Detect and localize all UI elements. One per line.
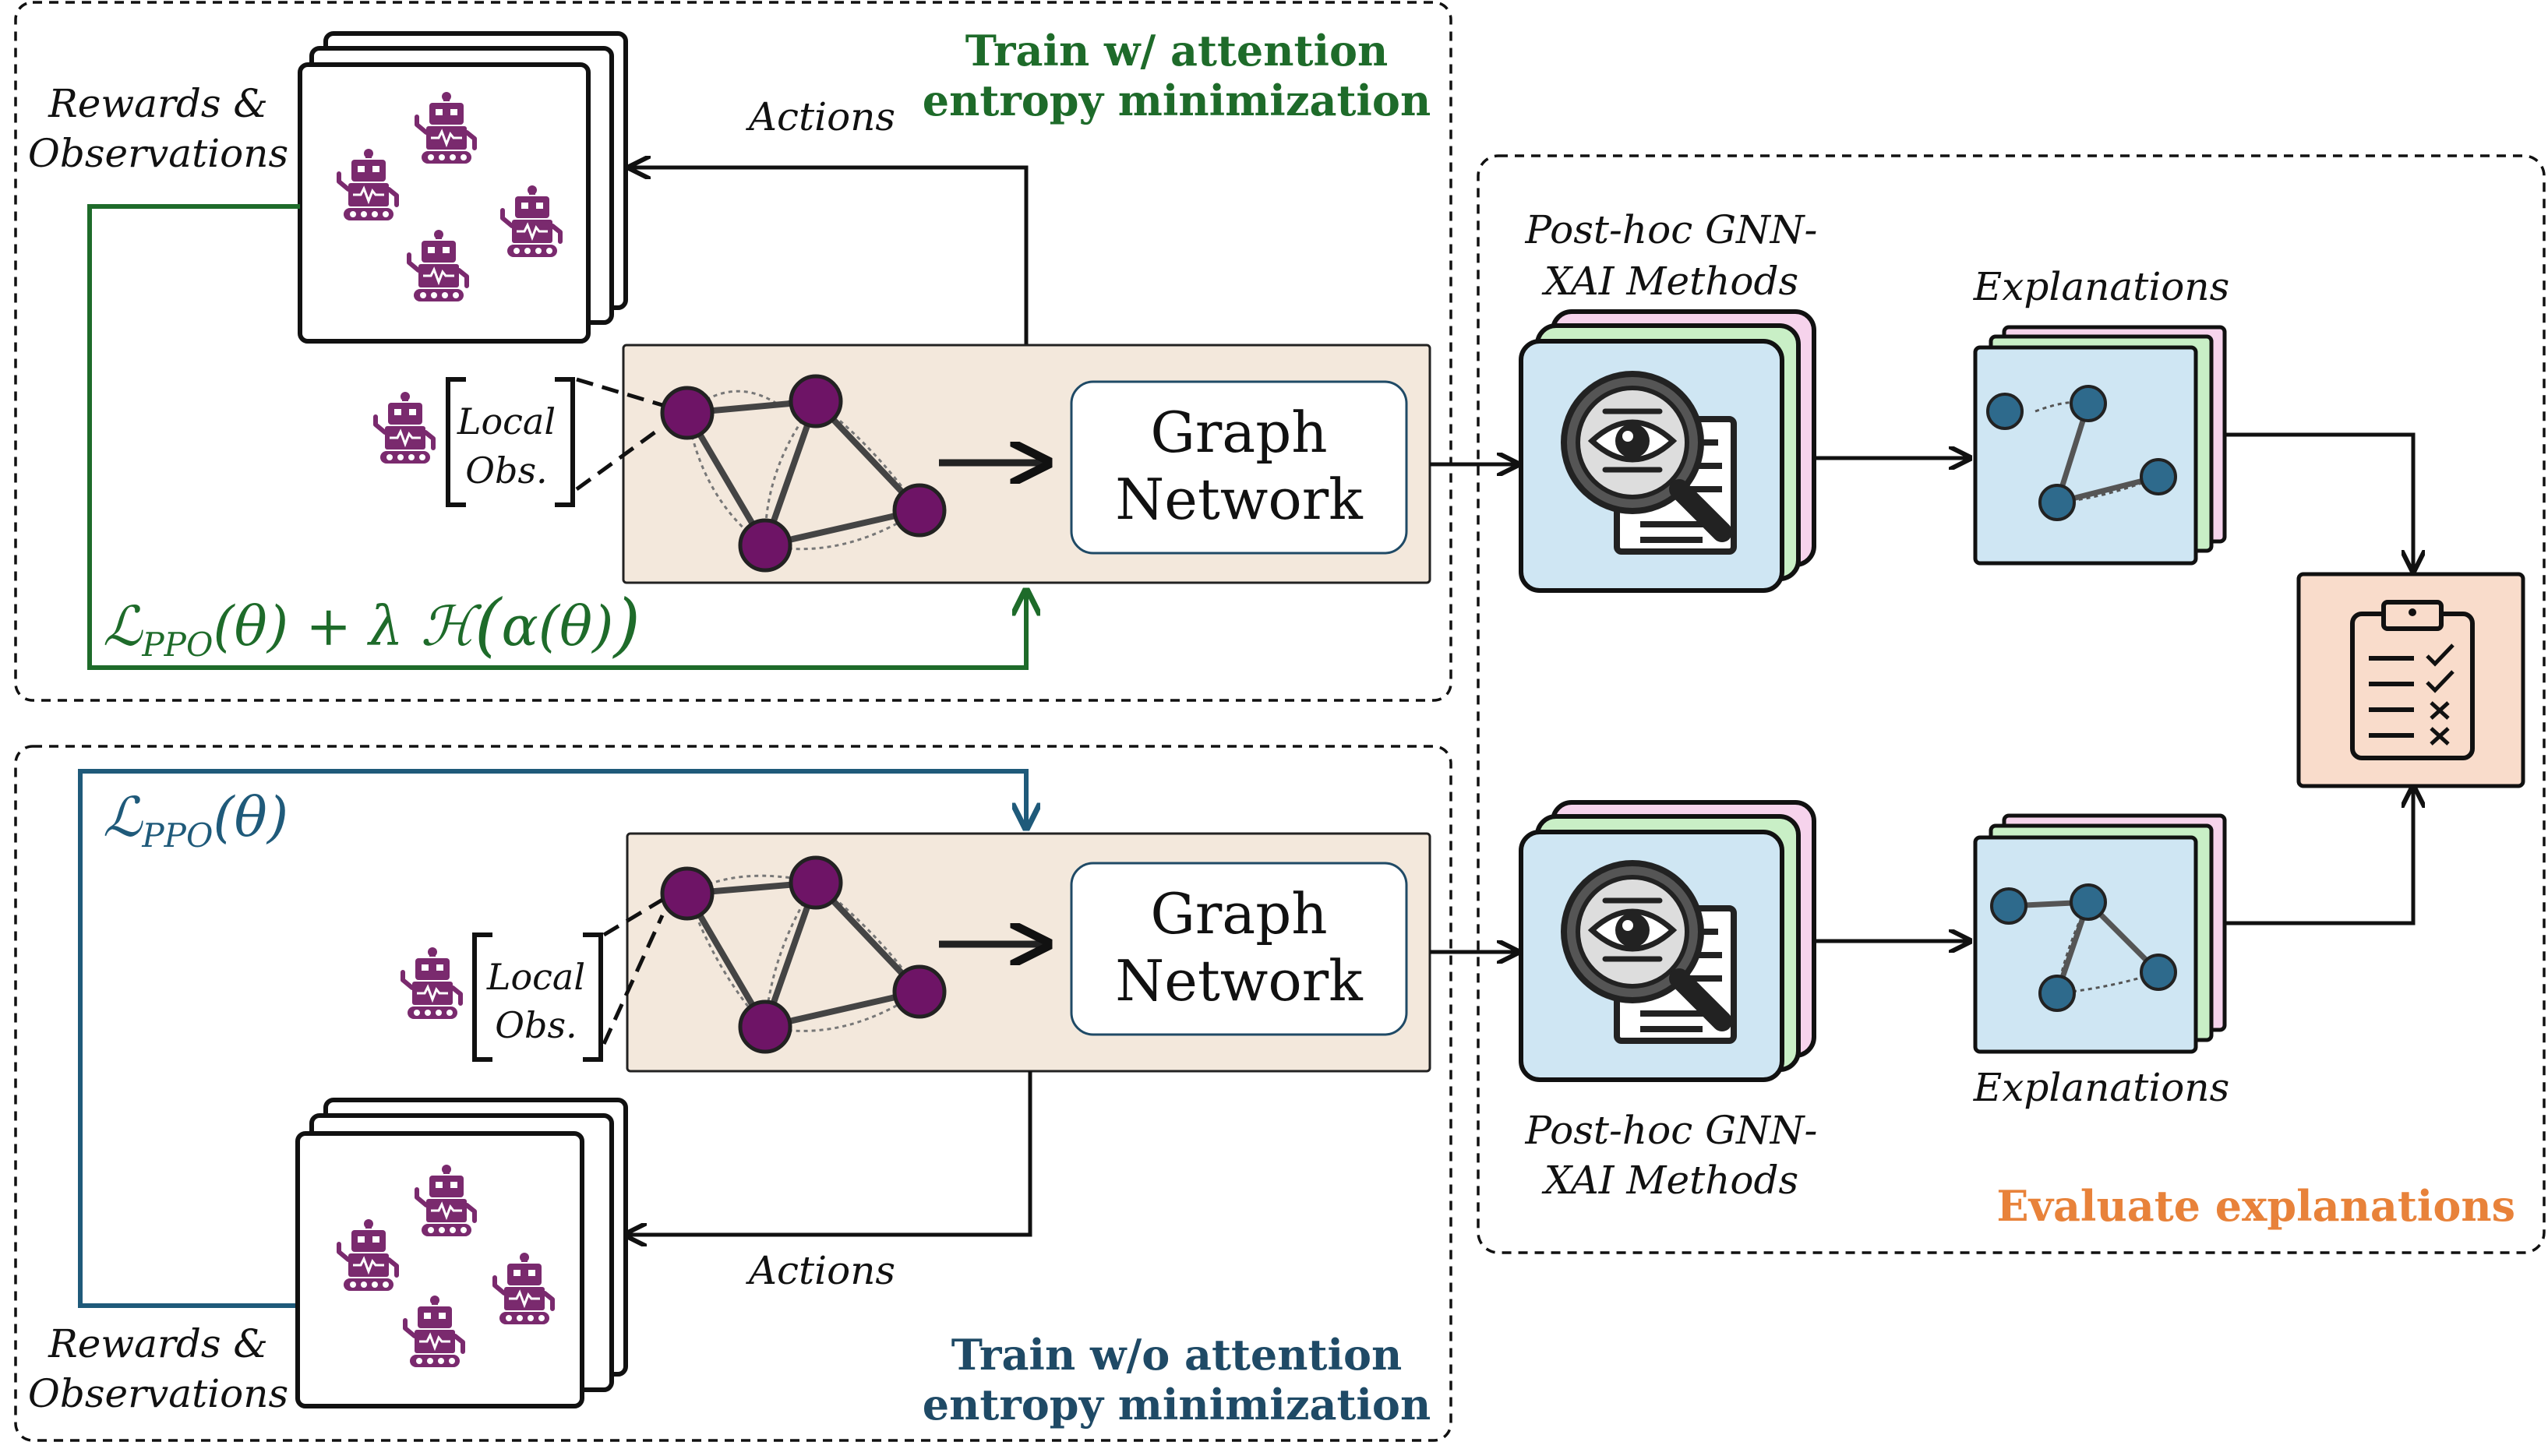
top-loss-loop bbox=[87, 204, 1026, 670]
explanation-node bbox=[1986, 393, 2024, 430]
explanations-bottom-label: Explanations bbox=[1973, 1065, 2230, 1110]
graph-node bbox=[892, 964, 947, 1019]
top-training-panel bbox=[14, 1, 1452, 702]
bottom-local-obs-bracket-left bbox=[472, 932, 492, 1062]
top-explanations-to-clipboard-arrow bbox=[2225, 432, 2413, 571]
explanation-node bbox=[2140, 954, 2177, 991]
top-graph bbox=[660, 374, 947, 573]
top-graph-network-box bbox=[1070, 380, 1408, 555]
bottom-rewards-label-line2: Observations bbox=[28, 1371, 288, 1416]
top-loss-alpha: α(θ) bbox=[501, 594, 613, 658]
top-loss-paren-close: ) bbox=[612, 584, 641, 665]
bottom-local-obs-dashes bbox=[602, 897, 665, 1045]
robot-icon bbox=[376, 392, 433, 464]
check-icon bbox=[2426, 643, 2454, 667]
bottom-graph bbox=[660, 855, 947, 1054]
xai-bottom-label-line1: Post-hoc GNN- bbox=[1525, 1108, 1818, 1153]
bottom-graph-network-line1: Graph bbox=[1150, 881, 1327, 947]
graph-node bbox=[789, 855, 843, 910]
top-local-obs-line1: Local bbox=[457, 400, 556, 442]
top-actions-arrow bbox=[630, 167, 1029, 345]
top-local-obs-dashes bbox=[575, 377, 664, 492]
bottom-explanations-to-clipboard-arrow bbox=[2225, 787, 2413, 925]
xai-bottom-stack bbox=[1519, 800, 1816, 1082]
top-panel-title-line2: entropy minimization bbox=[923, 76, 1431, 125]
graph-node bbox=[789, 374, 843, 428]
top-loss-theta: (θ) + λ bbox=[213, 594, 421, 658]
top-panel-title-line1: Train w/ attention bbox=[965, 26, 1389, 76]
explanation-node bbox=[2140, 458, 2177, 495]
xai-top-label-line1: Post-hoc GNN- bbox=[1525, 207, 1818, 252]
xai-top-stack bbox=[1519, 309, 1816, 593]
top-environment-stack bbox=[298, 31, 628, 344]
top-loss-ppo-subscript: PPO bbox=[141, 626, 213, 664]
bottom-rewards-label-line1: Rewards & bbox=[48, 1321, 268, 1366]
explanations-top-label: Explanations bbox=[1973, 264, 2230, 309]
bottom-local-obs-line1: Local bbox=[486, 956, 585, 998]
bottom-graph-network-line2: Network bbox=[1115, 948, 1364, 1014]
top-local-obs-line2: Obs. bbox=[465, 449, 547, 492]
graph-node bbox=[738, 518, 792, 573]
bottom-panel-title-line2: entropy minimization bbox=[923, 1380, 1431, 1430]
cross-icon bbox=[2430, 727, 2450, 746]
bottom-loss-ppo-subscript: PPO bbox=[141, 816, 213, 855]
bottom-local-obs-line2: Obs. bbox=[495, 1004, 577, 1046]
evaluate-panel bbox=[1477, 154, 2546, 1254]
bottom-training-panel bbox=[14, 745, 1452, 1442]
bottom-environment-stack bbox=[295, 1098, 628, 1408]
xai-bottom-label-line2: XAI Methods bbox=[1541, 1158, 1798, 1203]
top-actions-label: Actions bbox=[746, 94, 895, 139]
top-loss-formula: ℒPPO(θ) + λ ℋ(α(θ)) bbox=[103, 584, 641, 665]
robot-icon bbox=[403, 947, 461, 1019]
top-loss-paren-open: ( bbox=[475, 584, 503, 665]
graph-node bbox=[738, 999, 792, 1054]
bottom-loss-theta: (θ) bbox=[213, 785, 288, 849]
top-rewards-label-line1: Rewards & bbox=[48, 81, 268, 126]
bottom-loss-formula: ℒPPO(θ) bbox=[103, 785, 288, 855]
top-local-obs-bracket-left bbox=[446, 377, 466, 507]
explanation-node bbox=[2038, 975, 2076, 1012]
bottom-actions-arrow bbox=[626, 1071, 1032, 1235]
graph-node bbox=[892, 483, 947, 538]
explanation-node bbox=[2038, 484, 2076, 521]
graph-node bbox=[660, 866, 715, 921]
clipboard-evaluation bbox=[2296, 572, 2525, 788]
explanation-node bbox=[2070, 883, 2107, 921]
explanations-bottom-stack bbox=[1973, 813, 2227, 1054]
explanation-node bbox=[1990, 887, 2027, 925]
top-local-obs-bracket-right bbox=[555, 377, 575, 507]
explanation-node bbox=[2070, 385, 2107, 422]
check-icon bbox=[2426, 670, 2454, 693]
explanations-top-stack bbox=[1973, 325, 2227, 566]
graph-node bbox=[660, 386, 715, 440]
top-graph-network-line1: Graph bbox=[1150, 400, 1327, 465]
bottom-panel-title-line1: Train w/o attention bbox=[951, 1330, 1403, 1380]
bottom-actions-label: Actions bbox=[746, 1248, 895, 1293]
xai-top-label-line2: XAI Methods bbox=[1541, 259, 1798, 304]
bottom-local-obs-bracket-right bbox=[583, 932, 603, 1062]
top-rewards-label-line2: Observations bbox=[28, 131, 288, 176]
bottom-graph-network-box bbox=[1070, 862, 1408, 1036]
evaluate-panel-title: Evaluate explanations bbox=[1996, 1181, 2515, 1231]
top-graph-network-line2: Network bbox=[1115, 467, 1364, 532]
bottom-loss-loop bbox=[78, 769, 1026, 1308]
cross-icon bbox=[2430, 701, 2450, 720]
